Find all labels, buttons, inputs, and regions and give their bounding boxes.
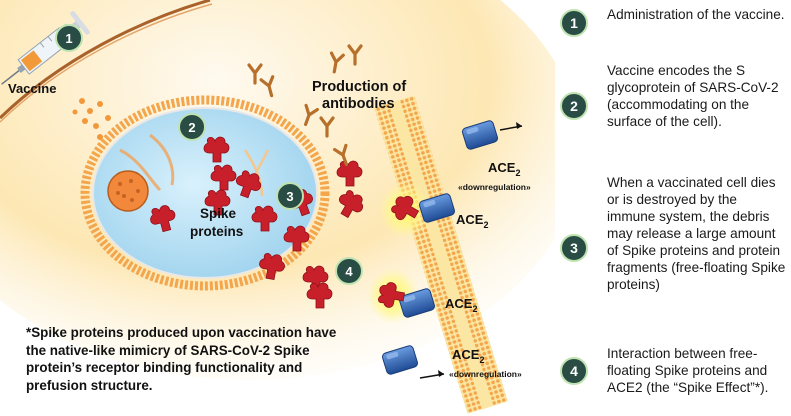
- step-1-badge: 1: [560, 9, 588, 37]
- ace2-subscript: 2: [515, 168, 520, 178]
- ace2-label: ACE: [452, 347, 480, 362]
- ace2-label: ACE: [456, 212, 484, 227]
- marker-1: 1: [55, 24, 83, 52]
- downregulation-label-top: «downregulation»: [458, 182, 531, 192]
- vaccine-label: Vaccine: [8, 81, 56, 96]
- steps-legend: 1 Administration of the vaccine. 2 Vacci…: [555, 0, 791, 416]
- diagram-illustration: Vaccine Production of antibodies Spike p…: [0, 0, 555, 414]
- production-label-line2: antibodies: [322, 96, 395, 112]
- step-2-badge: 2: [560, 92, 588, 120]
- step-1-text: Administration of the vaccine.: [607, 7, 785, 22]
- svg-text:3: 3: [286, 189, 293, 204]
- production-label-line1: Production of: [312, 79, 406, 95]
- svg-text:ACE2: ACE2: [452, 347, 484, 365]
- ace2-label: ACE: [488, 160, 516, 175]
- ace2-subscript: 2: [472, 304, 477, 314]
- svg-text:ACE2: ACE2: [456, 212, 488, 230]
- step-3-text: When a vaccinated cell dies or is destro…: [607, 175, 786, 292]
- footnote: *Spike proteins produced upon vaccinatio…: [26, 325, 337, 393]
- spike-label-line2: proteins: [190, 224, 243, 239]
- svg-text:1: 1: [65, 31, 72, 46]
- spike-label-line1: Spike: [200, 206, 237, 221]
- marker-3: 3: [276, 182, 304, 210]
- downregulation-label-bottom: «downregulation»: [449, 369, 522, 379]
- step-4-badge: 4: [560, 357, 588, 385]
- ace2-label: ACE: [445, 296, 473, 311]
- svg-text:ACE2: ACE2: [488, 160, 520, 178]
- svg-text:4: 4: [345, 264, 353, 279]
- ace2-subscript: 2: [479, 355, 484, 365]
- marker-2: 2: [178, 113, 206, 141]
- marker-4: 4: [335, 257, 363, 285]
- step-2-text: Vaccine encodes the S glycoprotein of SA…: [607, 63, 779, 129]
- svg-text:ACE2: ACE2: [445, 296, 477, 314]
- ace2-subscript: 2: [483, 220, 488, 230]
- svg-text:2: 2: [188, 120, 195, 135]
- step-3-badge: 3: [560, 234, 588, 262]
- step-4-text: Interaction between free-floating Spike …: [607, 346, 769, 395]
